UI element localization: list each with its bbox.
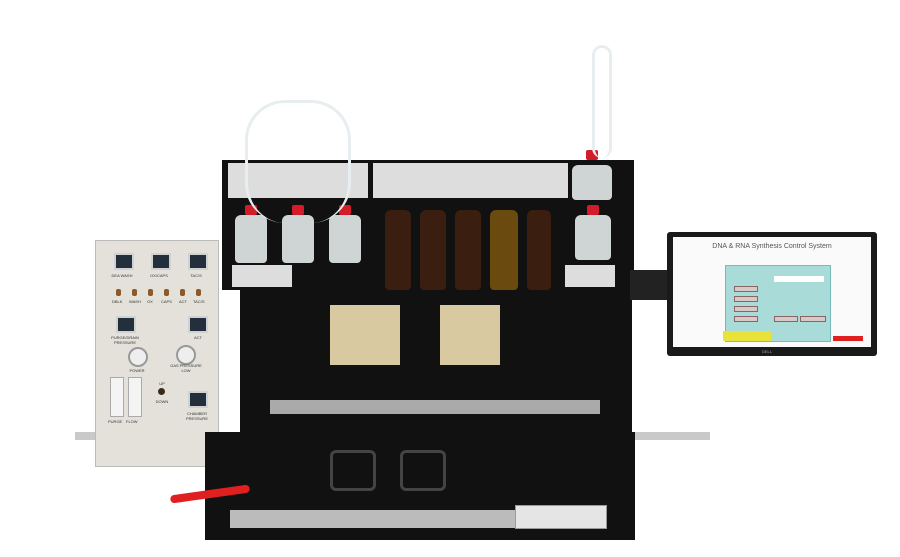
label: FLOW bbox=[126, 419, 138, 424]
amber-bottle bbox=[385, 210, 411, 290]
toggle-dblk[interactable] bbox=[116, 289, 121, 296]
valve-block-lower-right bbox=[565, 265, 615, 287]
label: CHAMBER PRESSURE bbox=[185, 411, 208, 421]
bottle-cap bbox=[292, 205, 304, 215]
label: CAPS bbox=[161, 299, 172, 304]
column-manifold-left bbox=[330, 305, 400, 365]
label: PURGE/DRAIN PRESSURE bbox=[111, 335, 139, 345]
label: ACT bbox=[179, 299, 187, 304]
screen-button[interactable] bbox=[774, 316, 798, 322]
screen-button[interactable] bbox=[734, 296, 758, 302]
monitor-screen: DNA & RNA Synthesis Control System bbox=[673, 237, 871, 347]
switch-dea-wash[interactable] bbox=[114, 253, 134, 270]
screen-button[interactable] bbox=[734, 286, 758, 292]
label: PURGE bbox=[108, 419, 123, 424]
toggle-ox[interactable] bbox=[148, 289, 153, 296]
chamber-window bbox=[330, 450, 376, 491]
screen-button[interactable] bbox=[800, 316, 826, 322]
label: ACT bbox=[194, 335, 202, 340]
up-down-switch[interactable] bbox=[158, 388, 165, 395]
bottle-cap bbox=[339, 205, 351, 215]
motor-unit bbox=[515, 505, 607, 529]
status-note bbox=[723, 331, 771, 341]
label: DEA WASH bbox=[111, 273, 133, 278]
amber-bottle bbox=[455, 210, 481, 290]
label: WASH bbox=[129, 299, 141, 304]
toggle-tacs[interactable] bbox=[196, 289, 201, 296]
control-panel: DEA WASH OX/CAPS TAC/S DBLK WASH OX CAPS… bbox=[95, 240, 219, 467]
screen-button[interactable] bbox=[734, 306, 758, 312]
chamber-window bbox=[400, 450, 446, 491]
amber-bottle bbox=[420, 210, 446, 290]
amber-bottle bbox=[527, 210, 551, 290]
monitor: DNA & RNA Synthesis Control System DELL bbox=[667, 232, 877, 356]
reagent-bottle bbox=[235, 215, 267, 263]
gas-pressure-indicator bbox=[176, 345, 196, 365]
tubing bbox=[592, 45, 612, 158]
switch-purge-drain[interactable] bbox=[116, 316, 136, 333]
bottle-cap bbox=[586, 150, 598, 160]
valve-block-center bbox=[373, 163, 568, 198]
flowmeter bbox=[110, 377, 124, 417]
switch-tacs[interactable] bbox=[188, 253, 208, 270]
toggle-wash[interactable] bbox=[132, 289, 137, 296]
label: DBLK bbox=[112, 299, 123, 304]
screen-button[interactable] bbox=[734, 316, 758, 322]
column-manifold-right bbox=[440, 305, 500, 365]
reagent-bottle bbox=[282, 215, 314, 263]
reagent-bottle bbox=[575, 215, 611, 260]
screen-input[interactable] bbox=[774, 276, 824, 282]
label: OX/CAPS bbox=[150, 273, 168, 278]
monitor-brand: DELL bbox=[762, 349, 773, 354]
toggle-act[interactable] bbox=[180, 289, 185, 296]
label: DOWN bbox=[155, 399, 169, 404]
label: POWER bbox=[129, 368, 145, 373]
label: OX bbox=[147, 299, 153, 304]
label: UP bbox=[159, 381, 165, 386]
label: TAC/S bbox=[190, 273, 202, 278]
switch-chamber-pressure[interactable] bbox=[188, 391, 208, 408]
app-title: DNA & RNA Synthesis Control System bbox=[712, 243, 832, 250]
bottle-cap bbox=[245, 205, 257, 215]
label: TAC/S bbox=[193, 299, 205, 304]
label: GAS PRESSURE LOW bbox=[170, 363, 202, 373]
rail bbox=[270, 400, 600, 414]
toggle-caps[interactable] bbox=[164, 289, 169, 296]
monitor-arm bbox=[630, 270, 670, 300]
base-rail bbox=[230, 510, 600, 528]
amber-bottle bbox=[490, 210, 518, 290]
power-button[interactable] bbox=[128, 347, 148, 367]
switch-ox-caps[interactable] bbox=[151, 253, 171, 270]
stop-button[interactable] bbox=[833, 336, 863, 341]
control-panel-form bbox=[725, 265, 831, 342]
valve-block-lower bbox=[232, 265, 292, 287]
reagent-bottle bbox=[572, 165, 612, 200]
switch-act[interactable] bbox=[188, 316, 208, 333]
flowmeter bbox=[128, 377, 142, 417]
bottle-cap bbox=[587, 205, 599, 215]
tubing bbox=[245, 100, 351, 223]
reagent-bottle bbox=[329, 215, 361, 263]
